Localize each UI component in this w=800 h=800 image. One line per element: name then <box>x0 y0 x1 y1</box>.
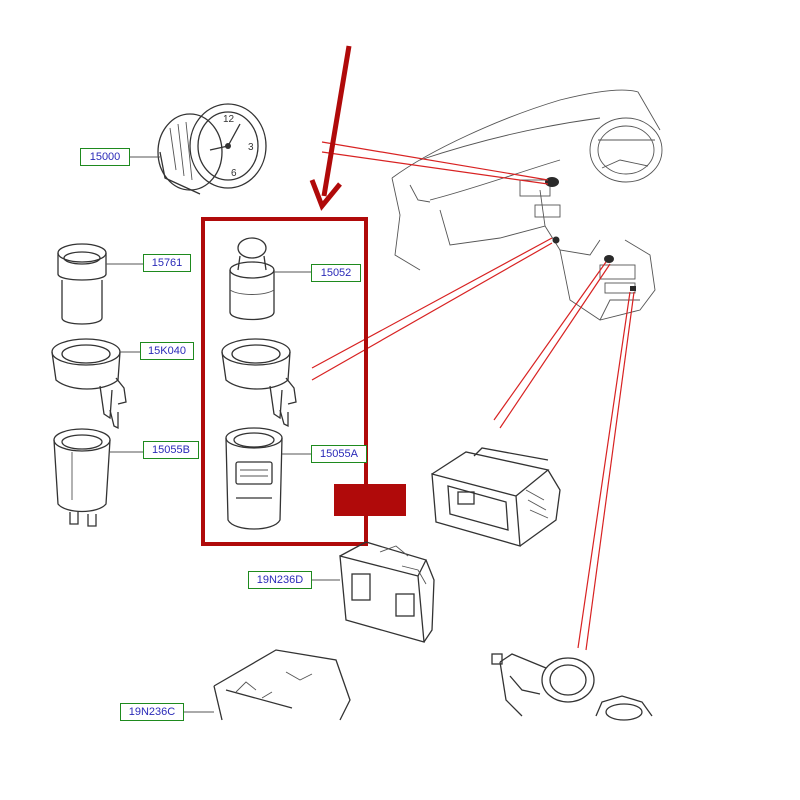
leader-lines <box>311 141 635 651</box>
part-label-15055A: 15055A <box>311 445 367 463</box>
part-label-15761: 15761 <box>143 254 191 272</box>
lighter-element-drawing <box>229 237 311 321</box>
clock-drawing: 12 3 6 <box>128 103 267 195</box>
usb-switch-c-drawing <box>180 649 351 721</box>
svg-text:12: 12 <box>223 114 235 125</box>
socket-left-drawing <box>53 428 143 527</box>
part-label-19N236C: 19N236C <box>120 703 184 721</box>
dashboard-drawing <box>391 89 663 321</box>
usb-switch-d-drawing <box>309 541 435 643</box>
socket-right-drawing <box>225 427 311 530</box>
highlight-marker <box>334 484 406 516</box>
svg-text:3: 3 <box>248 142 254 153</box>
socket-housing-right-drawing <box>221 338 297 428</box>
svg-text:6: 6 <box>231 168 237 179</box>
lighter-socket-bottom-drawing <box>491 653 653 721</box>
part-label-15055B: 15055B <box>143 441 199 459</box>
socket-housing-left-drawing <box>51 338 140 430</box>
part-label-19N236D: 19N236D <box>248 571 312 589</box>
usb-module-drawing <box>431 447 561 547</box>
part-label-15K040: 15K040 <box>140 342 194 360</box>
part-label-15000: 15000 <box>80 148 130 166</box>
highlight-arrow <box>309 45 352 211</box>
part-label-15052: 15052 <box>311 264 361 282</box>
highlight-box <box>201 217 368 546</box>
lighter-knob-drawing <box>57 243 143 325</box>
